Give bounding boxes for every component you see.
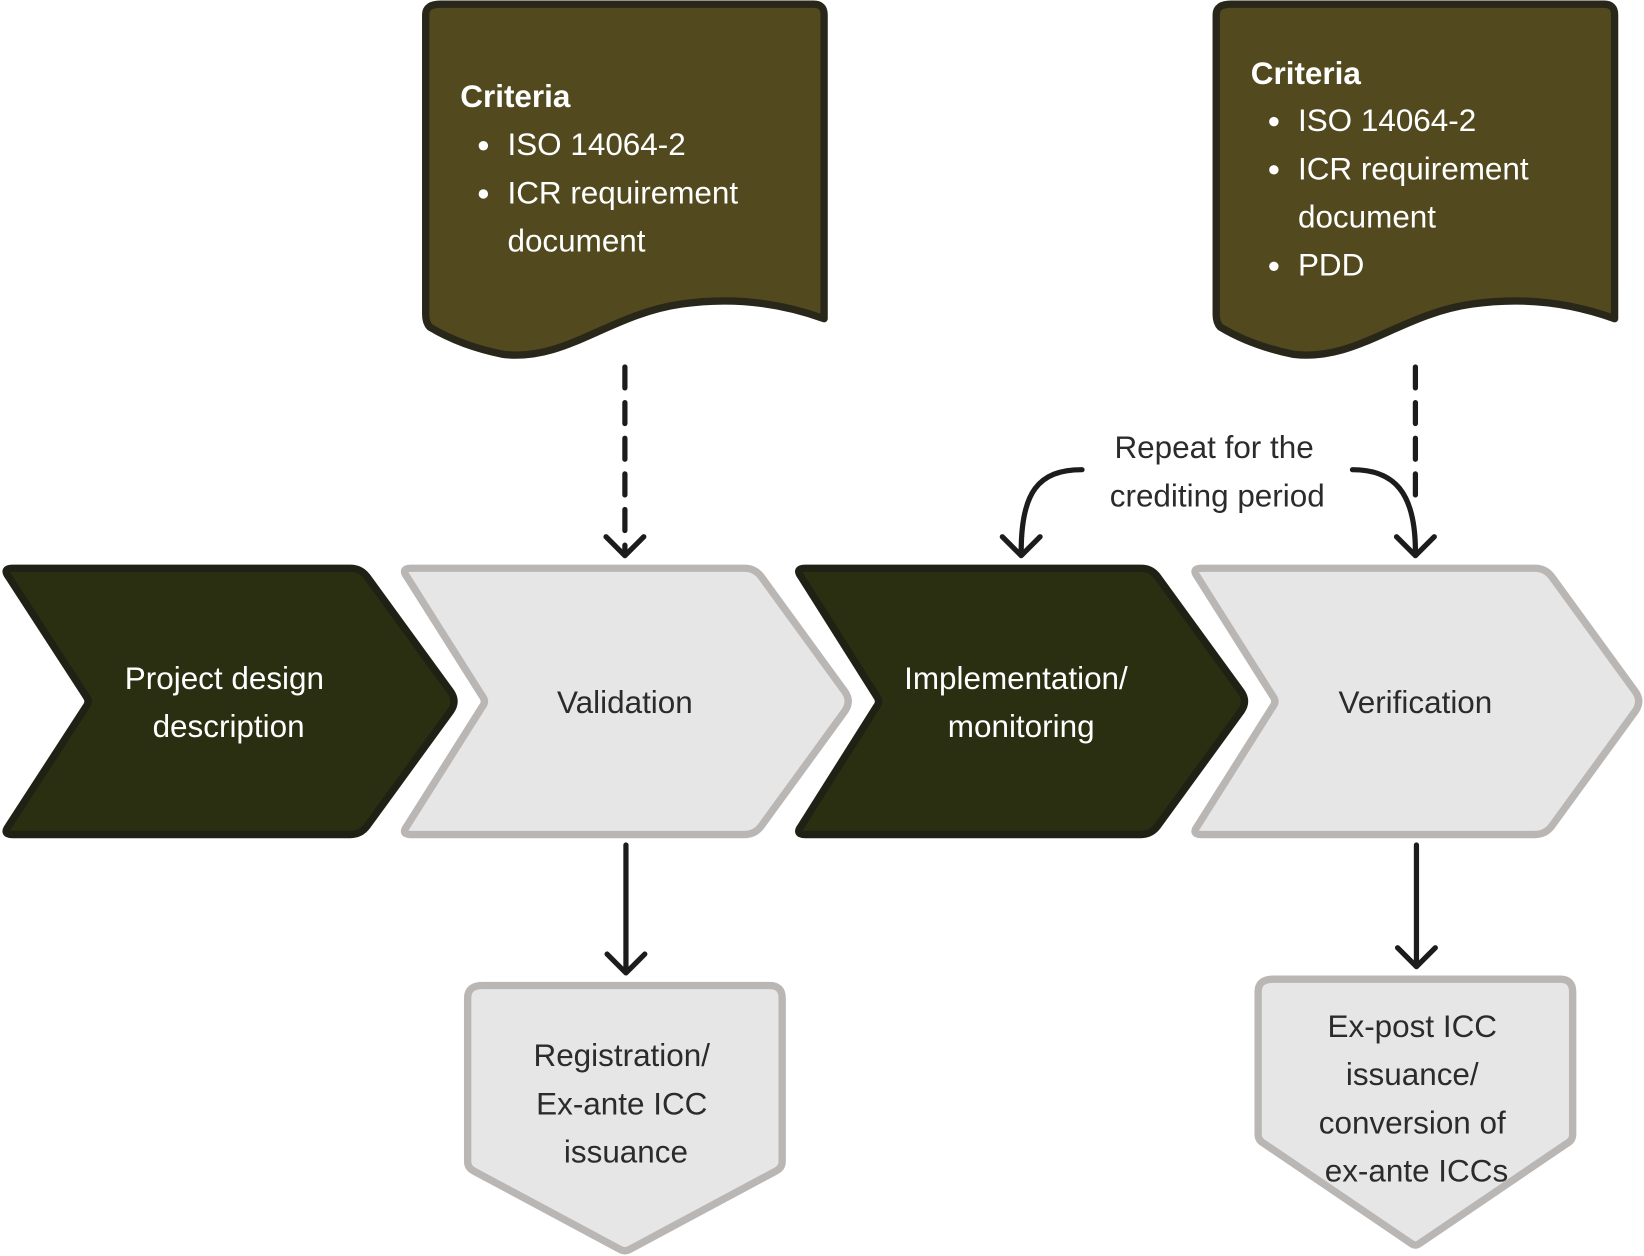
chevron-shape — [2, 564, 458, 839]
criteria-title: Criteria — [460, 79, 571, 114]
arrow-to-ex-post — [1394, 842, 1438, 970]
step-label: Implementation/ — [904, 661, 1128, 696]
arrow-head-icon — [1393, 534, 1437, 559]
arrow-head-icon — [1394, 945, 1438, 970]
criteria-item-cont: document — [507, 224, 645, 259]
chevron-shape — [795, 564, 1249, 839]
arrow-to-registration — [604, 842, 648, 976]
doc-shape — [1212, 0, 1619, 359]
output-label: Registration/ — [534, 1038, 711, 1073]
process-step-verification: Verification — [1191, 564, 1643, 839]
arrow-head-icon — [603, 534, 647, 559]
repeat-note-line: Repeat for the — [1114, 430, 1313, 465]
arrow-head-icon — [999, 534, 1043, 559]
bullet-icon — [1269, 116, 1279, 127]
output-label: ex-ante ICCs — [1325, 1154, 1508, 1189]
process-step-project-design: Project design description — [2, 564, 458, 839]
criteria-item: ISO 14064-2 — [1298, 103, 1476, 138]
step-label: Project design — [125, 661, 324, 696]
bullet-icon — [478, 189, 489, 199]
repeat-note: Repeat for the crediting period — [999, 430, 1437, 559]
criteria-doc-verification: Criteria ISO 14064-2 ICR requirement doc… — [1212, 0, 1619, 359]
step-label: monitoring — [948, 709, 1095, 744]
chevron-shape — [400, 564, 852, 839]
criteria-item: ICR requirement — [507, 175, 738, 210]
repeat-note-line: crediting period — [1110, 478, 1325, 513]
output-label: conversion of — [1319, 1105, 1506, 1140]
output-ex-post: Ex-post ICC issuance/ conversion of ex-a… — [1254, 975, 1577, 1249]
process-step-implementation: Implementation/ monitoring — [795, 564, 1249, 839]
output-label: issuance/ — [1346, 1057, 1479, 1092]
dashed-arrow-to-validation — [603, 364, 647, 559]
curved-arrow-to-implementation — [1018, 467, 1085, 555]
doc-shape — [422, 0, 828, 359]
arrow-head-icon — [604, 951, 648, 976]
criteria-title: Criteria — [1251, 56, 1362, 91]
process-step-validation: Validation — [400, 564, 852, 839]
chevron-shape — [1191, 564, 1643, 839]
step-label: description — [153, 709, 305, 744]
output-label: issuance — [564, 1135, 688, 1170]
output-registration: Registration/ Ex-ante ICC issuance — [463, 981, 786, 1255]
step-label: Verification — [1339, 685, 1493, 720]
criteria-item: ICR requirement — [1298, 151, 1529, 186]
criteria-item: ISO 14064-2 — [507, 127, 685, 162]
bullet-icon — [1269, 261, 1279, 272]
step-label: Validation — [557, 685, 693, 720]
criteria-item-cont: document — [1298, 200, 1436, 235]
output-label: Ex-post ICC — [1328, 1009, 1497, 1044]
output-label: Ex-ante ICC — [536, 1086, 707, 1121]
bullet-icon — [478, 141, 489, 151]
curved-arrow-to-verification — [1349, 467, 1419, 555]
criteria-item: PDD — [1298, 248, 1364, 283]
bullet-icon — [1269, 165, 1279, 175]
criteria-doc-validation: Criteria ISO 14064-2 ICR requirement doc… — [422, 0, 828, 359]
output-shape — [1254, 975, 1577, 1249]
output-shape — [463, 981, 786, 1255]
